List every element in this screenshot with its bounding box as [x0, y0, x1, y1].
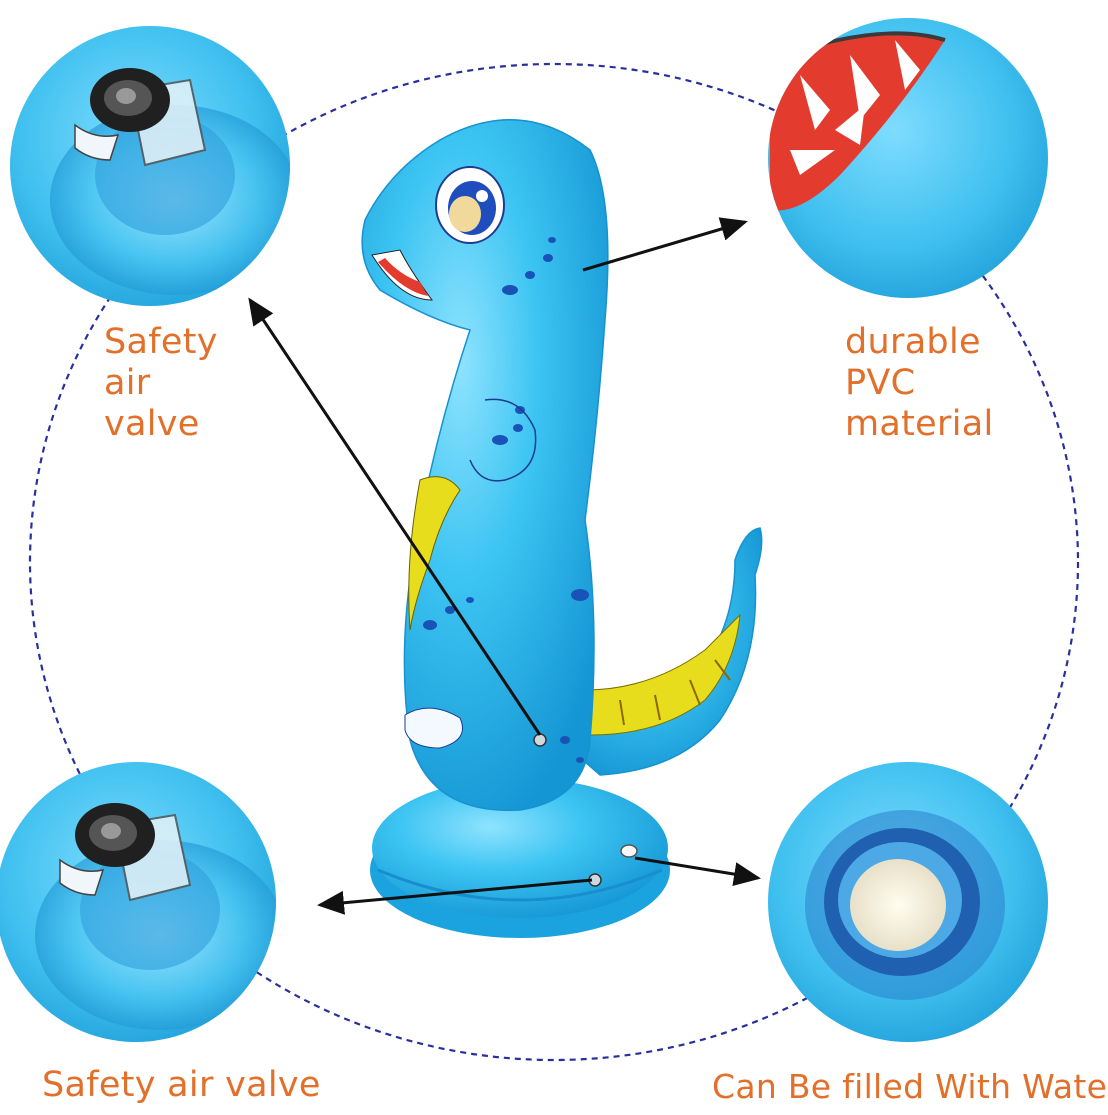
zoom-air-valve-bottom	[0, 762, 276, 1042]
zoom-air-valve-top	[10, 26, 290, 306]
zoom-pvc-material	[768, 18, 1048, 298]
pointer-arrows	[248, 217, 761, 915]
callout-safety-air-valve-bottom: Safety air valve	[42, 1065, 321, 1105]
dinosaur-toy	[361, 119, 763, 938]
callout-can-be-filled-with-water: Can Be filled With Water	[712, 1067, 1108, 1106]
zoom-water-fill-cap	[768, 762, 1048, 1042]
callout-safety-air-valve-top: Safety air valve	[104, 322, 218, 444]
callout-durable-pvc-material: durable PVC material	[845, 322, 994, 444]
dashed-ring	[28, 62, 1080, 1062]
